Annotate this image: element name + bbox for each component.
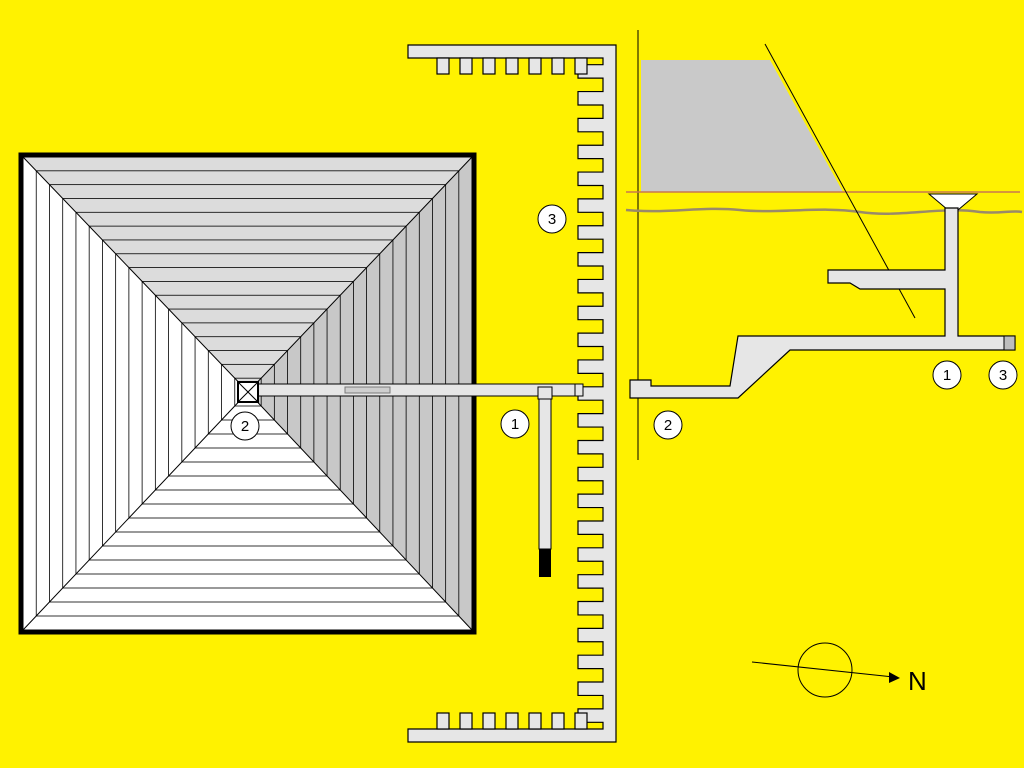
enclosure-buttress (528, 712, 542, 730)
horizontal-passage-plan (257, 383, 584, 397)
plan-marker-3: 3 (537, 204, 567, 234)
section-view (625, 30, 1023, 460)
enclosure-buttress (505, 57, 519, 75)
plan-marker-3-text: 3 (548, 211, 556, 228)
pyramid-face-west (23, 157, 248, 630)
section-marker-3: 3 (988, 360, 1018, 390)
enclosure-buttress (459, 712, 473, 730)
shaft-end-plan (539, 549, 551, 577)
enclosure-buttress (551, 712, 565, 730)
enclosure-buttress (505, 712, 519, 730)
descending-shaft-plan (537, 386, 553, 577)
enclosure-buttress (436, 712, 450, 730)
pyramid-face-south (23, 392, 472, 630)
plan-marker-1-text: 1 (511, 416, 519, 433)
enclosure-buttress (574, 712, 588, 730)
enclosure-buttress (528, 57, 542, 75)
enclosure-buttress (551, 57, 565, 75)
enclosure-buttress (574, 57, 588, 75)
plan-marker-2-text: 2 (241, 418, 249, 435)
section-tunnel (629, 207, 1016, 399)
enclosure-wall-outline (407, 44, 617, 743)
enclosure-buttress (482, 57, 496, 75)
ground-line (625, 207, 1023, 215)
section-marker-2-text: 2 (664, 417, 672, 434)
water-body (641, 60, 843, 192)
enclosure-buttress (436, 57, 450, 75)
plan-marker-1: 1 (500, 409, 530, 439)
section-tunnel-end (1003, 335, 1016, 351)
enclosure-buttress (459, 57, 473, 75)
enclosure-wall-plan (407, 44, 617, 743)
section-marker-1-text: 1 (943, 367, 951, 384)
north-arrow-icon: N (751, 642, 927, 698)
section-marker-3-text: 3 (999, 367, 1007, 384)
enclosure-buttress (482, 712, 496, 730)
north-label: N (908, 666, 927, 696)
central-chamber-plan (237, 381, 259, 403)
pyramid-face-north (23, 157, 472, 392)
plan-marker-2: 2 (230, 411, 260, 441)
section-marker-2: 2 (653, 410, 683, 440)
section-marker-1: 1 (932, 360, 962, 390)
